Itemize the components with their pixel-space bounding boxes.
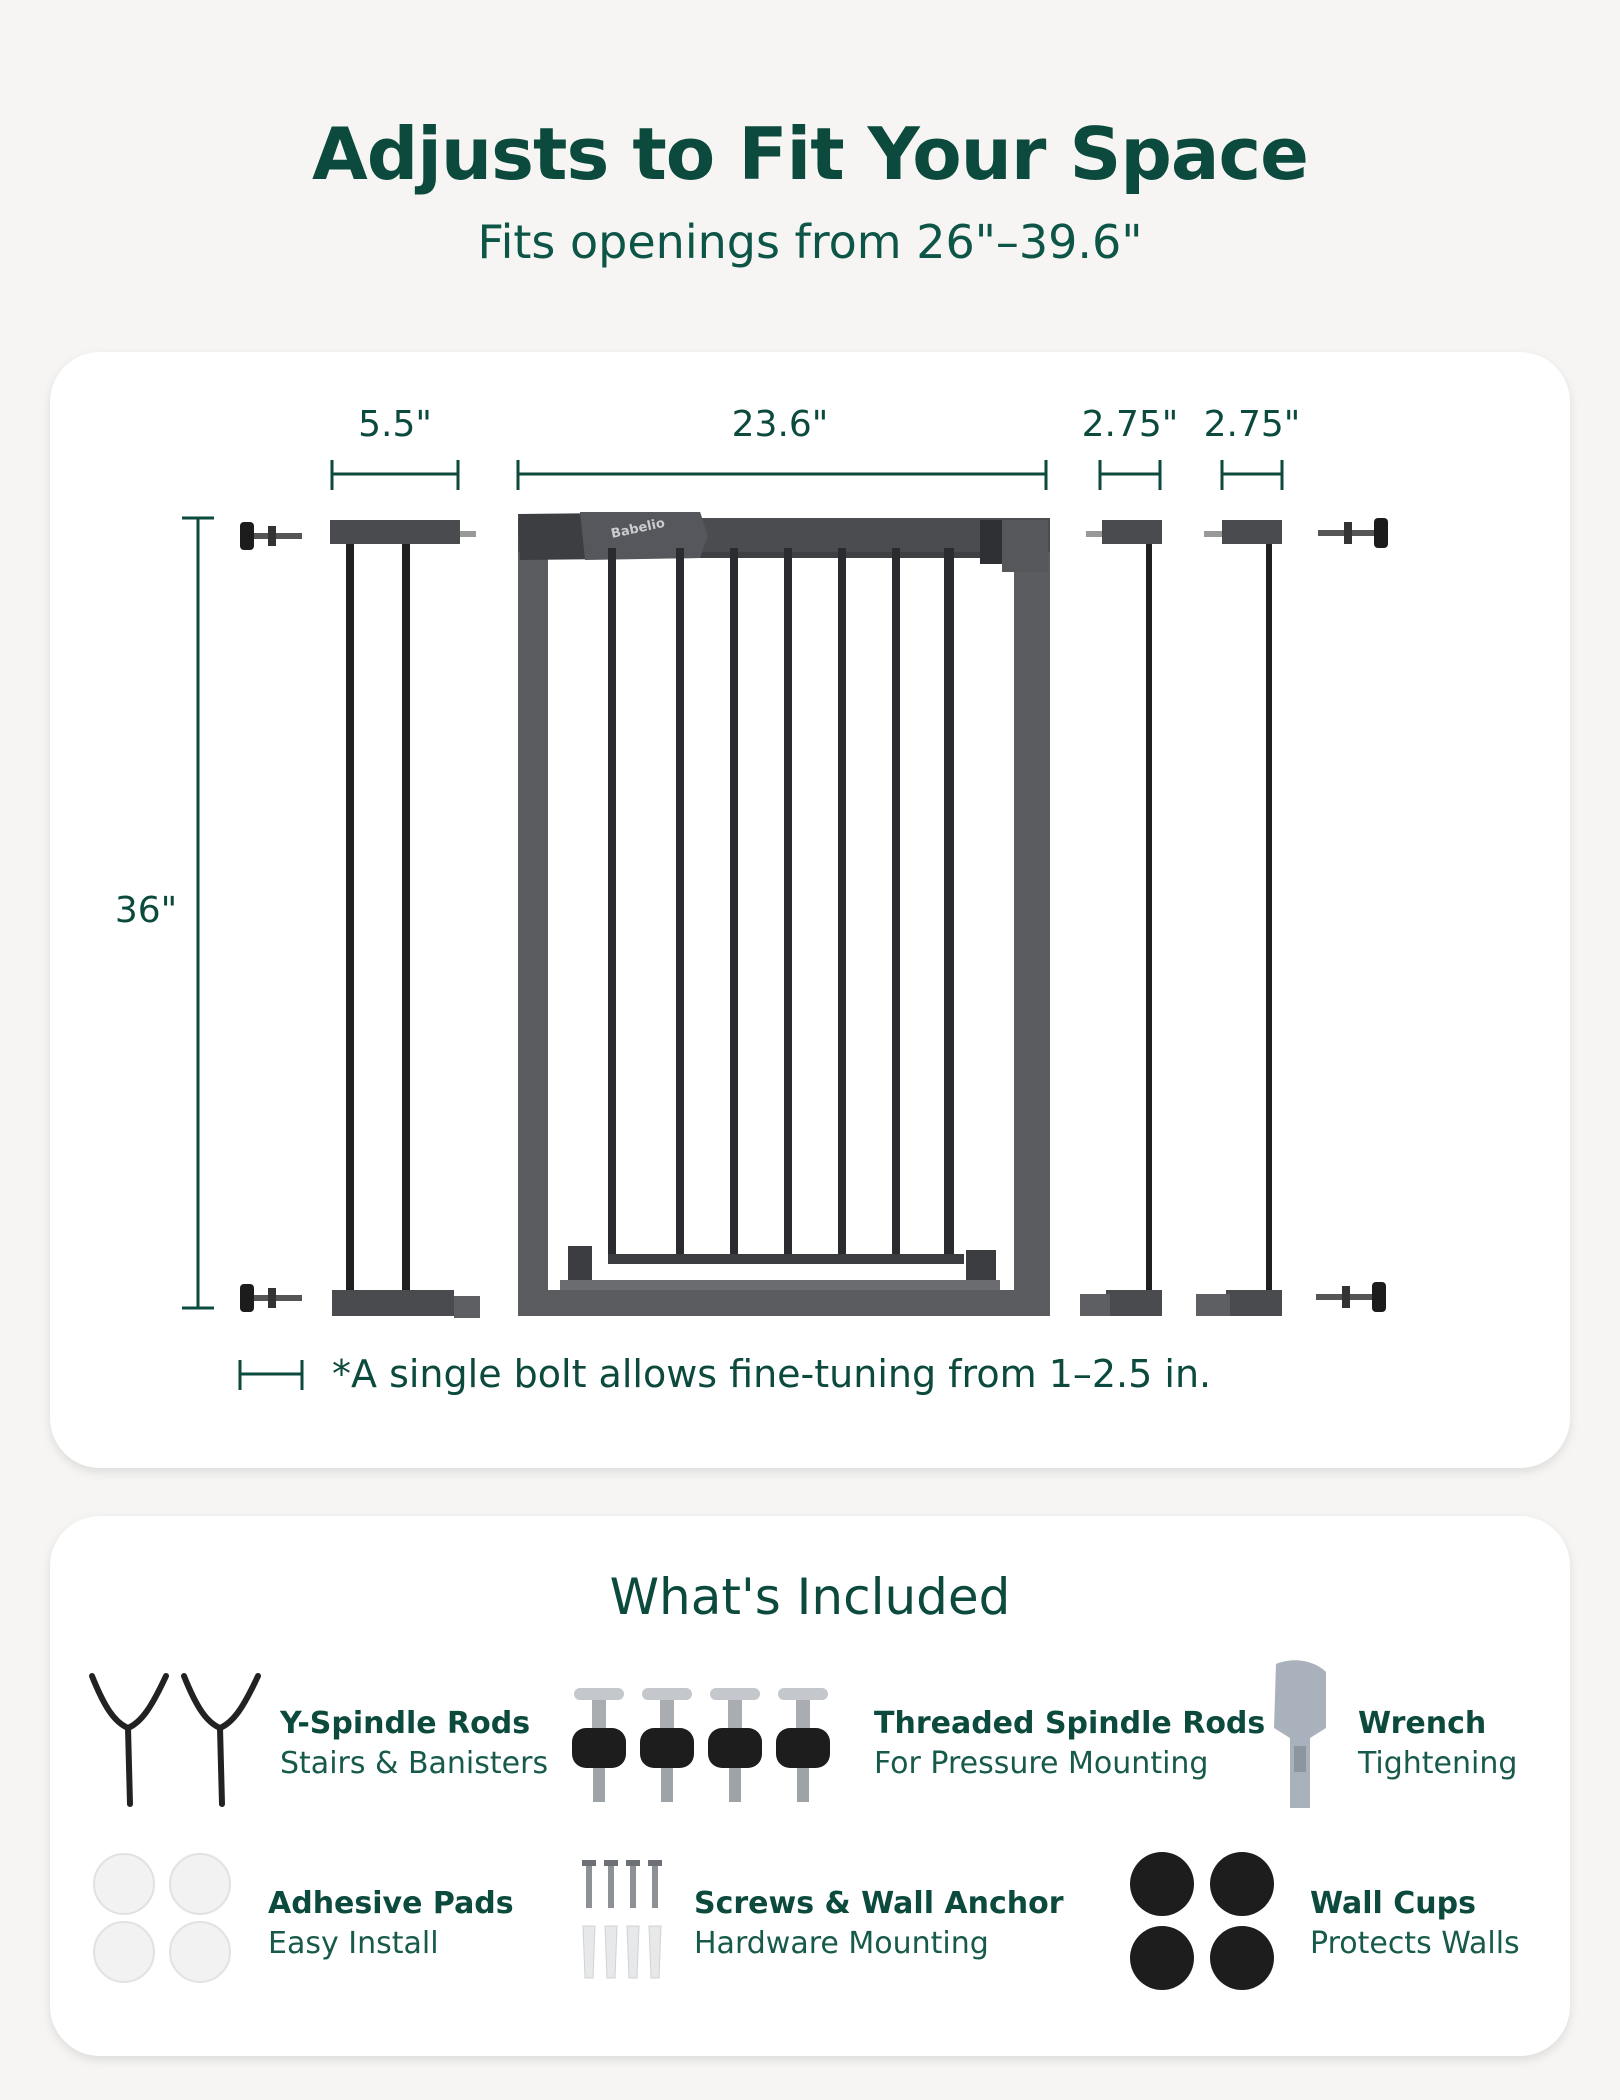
included-title: What's Included <box>609 1568 1011 1626</box>
item-name-threaded-rods: Threaded Spindle Rods <box>874 1706 1266 1741</box>
item-name-y-spindle: Y-Spindle Rods <box>280 1706 531 1741</box>
included-card <box>50 1516 1570 2056</box>
fine-tuning-note: *A single bolt allows fine-tuning from 1… <box>332 1352 1212 1396</box>
wall-cup-icon <box>1130 1852 1274 1990</box>
dimension-label-left-extension: 5.5" <box>358 404 432 445</box>
item-desc-adhesive-pads: Easy Install <box>268 1926 439 1961</box>
wrench-icon <box>1274 1660 1326 1808</box>
y-spindle-icon <box>89 1673 261 1807</box>
item-desc-wrench: Tightening <box>1358 1746 1518 1781</box>
item-desc-screws: Hardware Mounting <box>694 1926 989 1961</box>
dimension-label-right-extension-1: 2.75" <box>1081 404 1179 445</box>
threaded-rod-icon <box>572 1688 830 1802</box>
screw-icon <box>582 1860 662 1979</box>
extension-right-1 <box>1080 520 1162 1316</box>
dimension-lines <box>182 460 1284 1390</box>
item-desc-threaded-rods: For Pressure Mounting <box>874 1746 1209 1781</box>
item-name-adhesive-pads: Adhesive Pads <box>268 1886 514 1921</box>
page-subtitle: Fits openings from 26"–39.6" <box>477 215 1143 269</box>
adhesive-pad-icon <box>93 1853 231 1983</box>
item-name-wrench: Wrench <box>1358 1706 1487 1741</box>
page-title: Adjusts to Fit Your Space <box>311 112 1309 196</box>
extension-right-2 <box>1196 520 1282 1316</box>
dimension-label-gate-width: 23.6" <box>731 404 829 445</box>
item-name-wall-cups: Wall Cups <box>1310 1886 1476 1921</box>
spindle-bolt-icon <box>240 518 1388 1312</box>
item-name-screws: Screws & Wall Anchor <box>694 1886 1064 1921</box>
dimension-label-height: 36" <box>114 890 178 931</box>
item-desc-wall-cups: Protects Walls <box>1310 1926 1520 1961</box>
gate-frame: Babelio <box>518 512 1050 1316</box>
dimension-label-right-extension-2: 2.75" <box>1203 404 1301 445</box>
item-desc-y-spindle: Stairs & Banisters <box>280 1746 549 1781</box>
extension-left <box>330 520 480 1318</box>
